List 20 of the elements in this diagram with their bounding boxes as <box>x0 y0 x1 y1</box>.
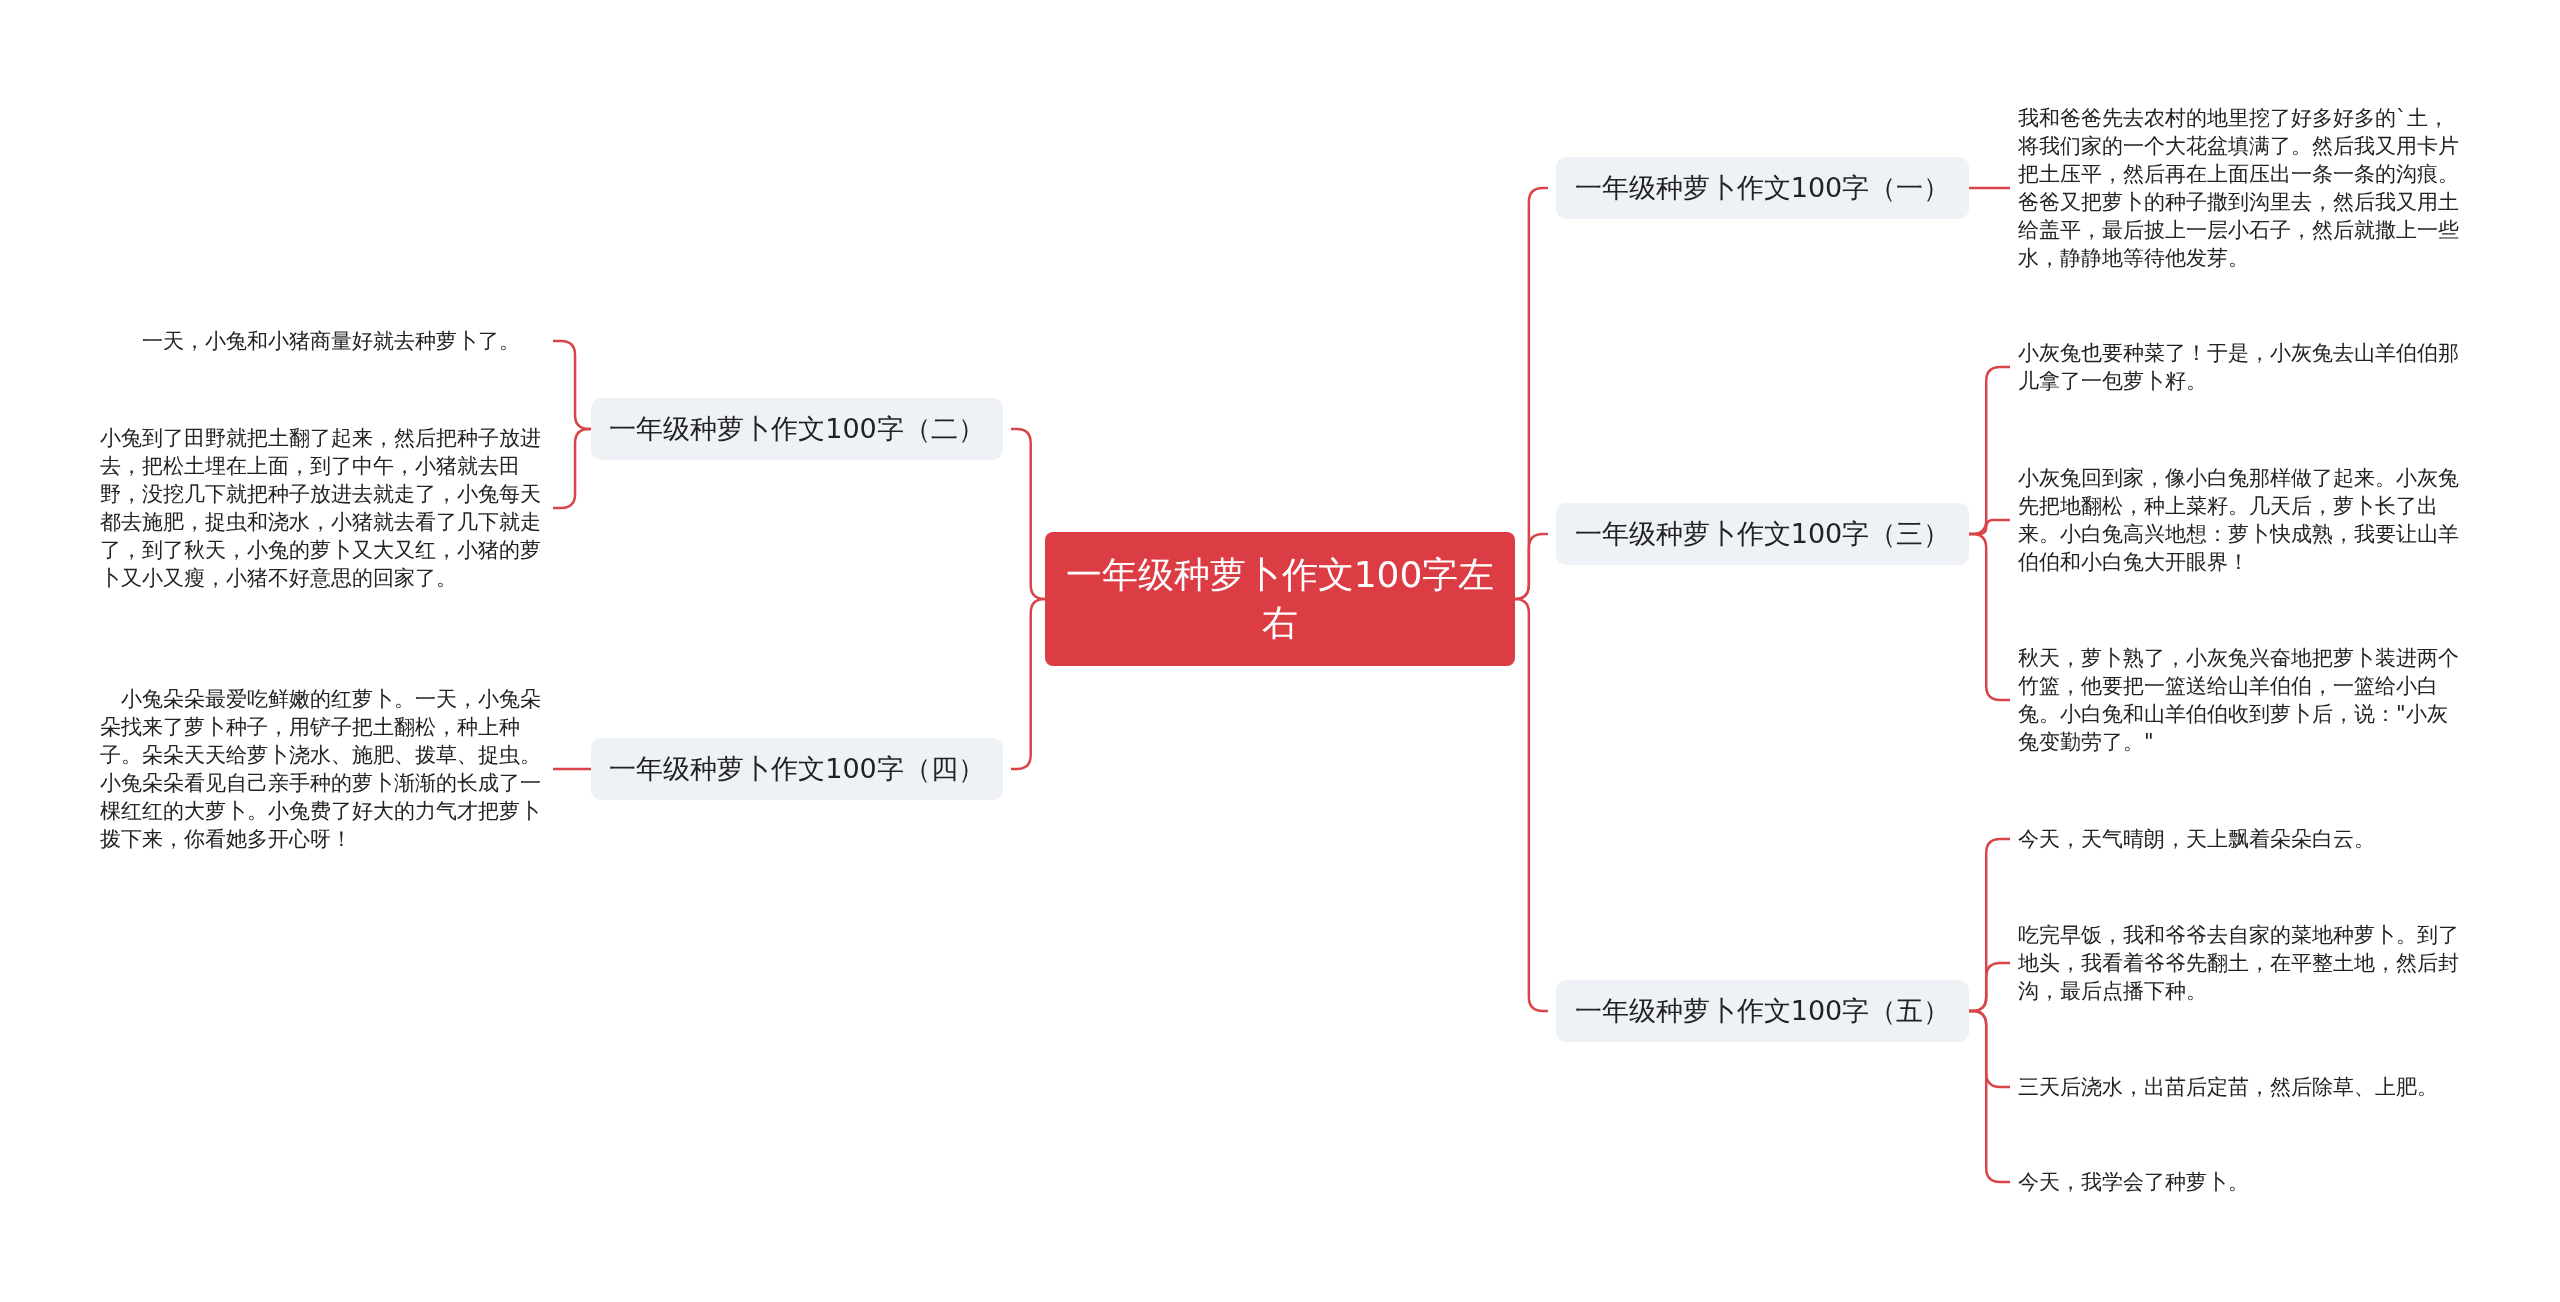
note-text: 小兔到了田野就把土翻了起来，然后把种子放进去，把松土埋在上面，到了中午，小猪就去田野，没挖几下就把种子放进去就走了，小兔每天都去施肥，捉虫和浇水，小猪就去看了几下就走了，到了秋天，小兔的萝卜又大又红，小猪的萝卜又小又瘦，小猪不好意思的回家了。 <box>100 424 545 592</box>
connector-line <box>1969 186 2010 190</box>
central-topic-box: 一年级种萝卜作文100字左右 <box>1045 532 1515 666</box>
topic-box: 一年级种萝卜作文100字（一） <box>1556 157 1969 219</box>
topic-box: 一年级种萝卜作文100字（四） <box>591 738 1003 800</box>
connector-line <box>553 767 591 771</box>
note-text: 小灰兔也要种菜了！于是，小灰兔去山羊伯伯那儿拿了一包萝卜籽。 <box>2018 339 2468 395</box>
note-text: 三天后浇水，出苗后定苗，然后除草、上肥。 <box>2018 1073 2468 1101</box>
note-text: 今天，我学会了种萝卜。 <box>2018 1168 2468 1196</box>
topic-box: 一年级种萝卜作文100字（二） <box>591 398 1003 460</box>
note-text: 我和爸爸先去农村的地里挖了好多好多的`土，将我们家的一个大花盆填满了。然后我又用卡片把土压平，然后再在上面压出一条一条的沟痕。爸爸又把萝卜的种子撒到沟里去，然后我又用土给盖平，最后披上一层小石子，然后就撒上一些水，静静地等待他发芽。 <box>2018 104 2468 272</box>
note-text: 秋天，萝卜熟了，小灰兔兴奋地把萝卜装进两个竹篮，他要把一篮送给山羊伯伯，一篮给小白兔。小白兔和山羊伯伯收到萝卜后，说："小灰兔变勤劳了。" <box>2018 644 2468 756</box>
topic-box: 一年级种萝卜作文100字（五） <box>1556 980 1969 1042</box>
note-text: 今天，天气晴朗，天上飘着朵朵白云。 <box>2018 825 2468 853</box>
topic-box: 一年级种萝卜作文100字（三） <box>1556 503 1969 565</box>
note-text: 小灰兔回到家，像小白兔那样做了起来。小灰兔先把地翻松，种上菜籽。几天后，萝卜长了出来。小白兔高兴地想：萝卜快成熟，我要让山羊伯伯和小白兔大开眼界！ <box>2018 464 2468 576</box>
note-text: 小兔朵朵最爱吃鲜嫩的红萝卜。一天，小兔朵朵找来了萝卜种子，用铲子把土翻松，种上种子。朵朵天天给萝卜浇水、施肥、拨草、捉虫。小兔朵朵看见自己亲手种的萝卜渐渐的长成了一棵红红的大萝卜。小兔费了好大的力气才把萝卜拨下来，你看她多开心呀！ <box>100 685 545 853</box>
connector-line <box>1513 597 1548 1013</box>
note-text: 一天，小兔和小猪商量好就去种萝卜了。 <box>100 327 545 355</box>
note-text: 吃完早饭，我和爷爷去自家的菜地种萝卜。到了地头，我看着爷爷先翻土，在平整土地，然后封沟，最后点播下种。 <box>2018 921 2468 1005</box>
